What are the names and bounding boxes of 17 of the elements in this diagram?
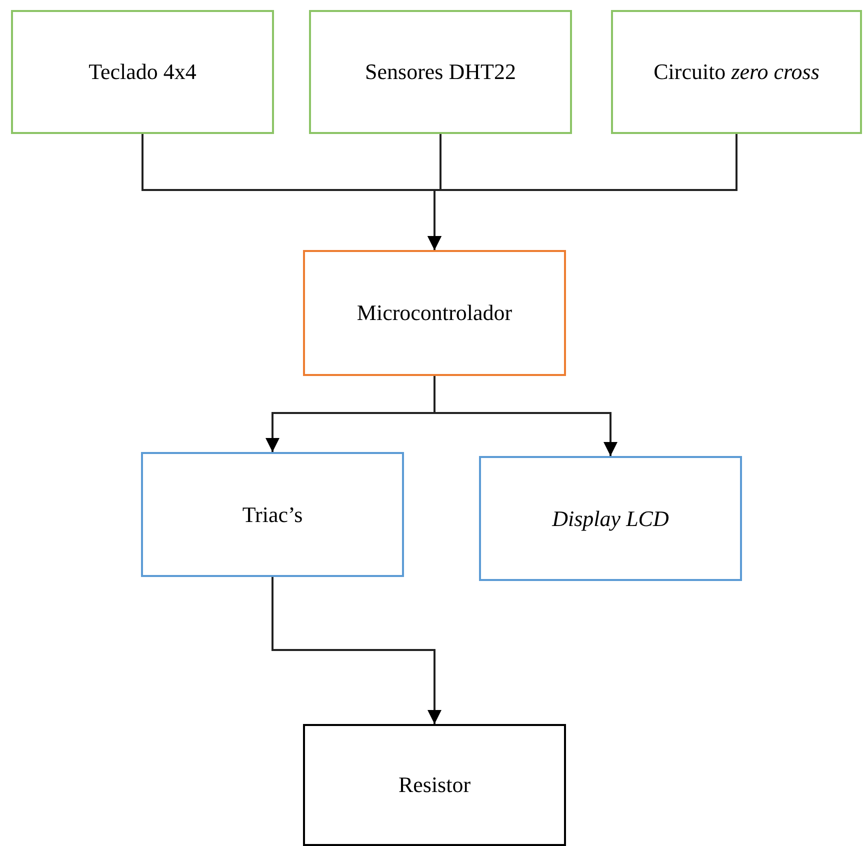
box-label: Triac’s: [241, 502, 304, 528]
box-label: Circuito zero cross: [652, 59, 820, 85]
process-box: [479, 456, 742, 581]
box-label: Display LCD: [550, 506, 670, 532]
arrow: [434, 376, 618, 456]
process-box: [11, 10, 274, 134]
process-box: [611, 10, 862, 134]
arrow: [428, 134, 738, 250]
box-label: Sensores DHT22: [364, 59, 517, 85]
box-label: Resistor: [397, 772, 472, 798]
process-box: [309, 10, 572, 134]
process-box: [303, 250, 566, 376]
arrow: [272, 577, 442, 724]
box-label: Teclado 4x4: [88, 59, 198, 85]
process-box: [303, 724, 566, 846]
process-box: [141, 452, 404, 577]
box-label: Microcontrolador: [356, 300, 514, 326]
